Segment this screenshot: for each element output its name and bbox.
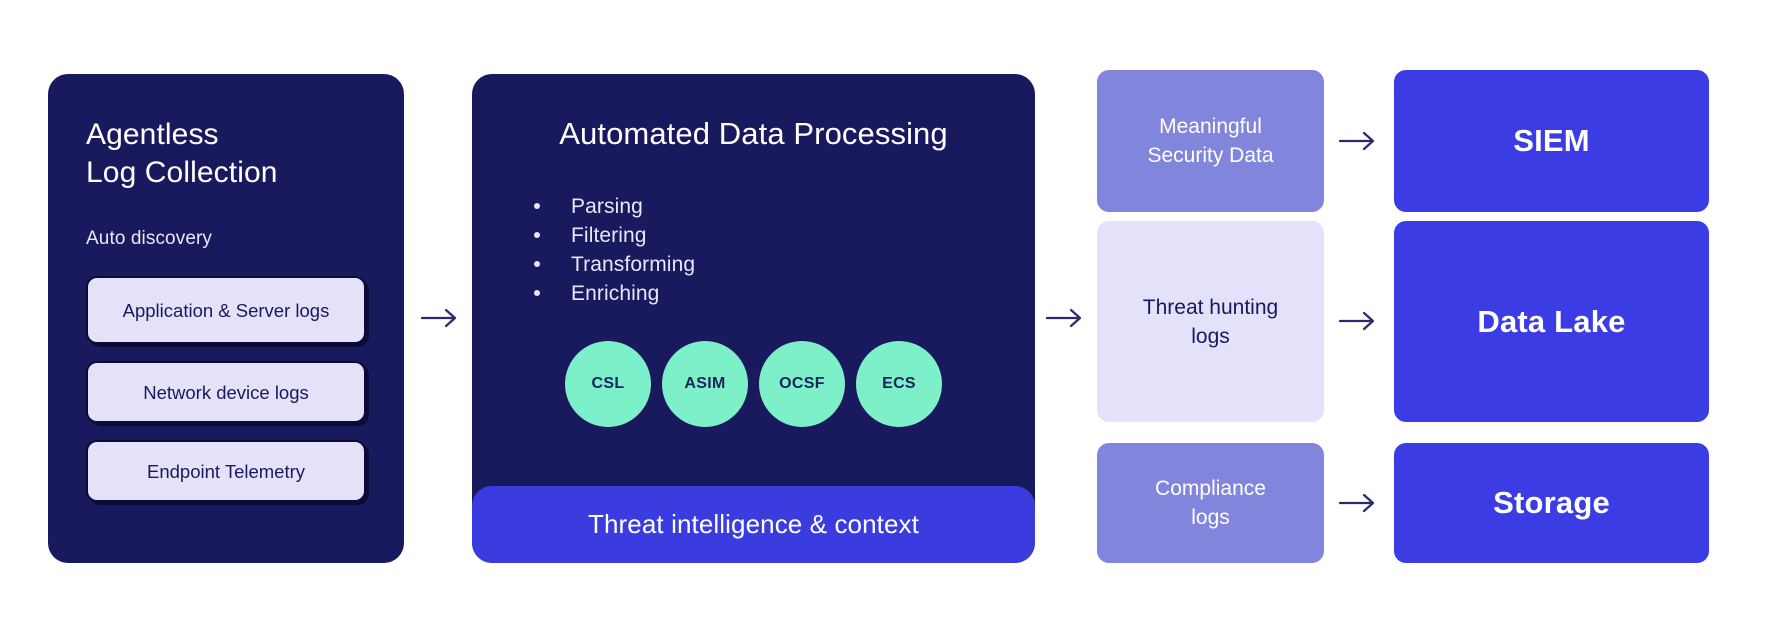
agentless-log-collection-panel: Agentless Log Collection Auto discovery …: [48, 74, 404, 563]
schema-badge-ecs[interactable]: ECS: [856, 341, 942, 427]
processing-step: Enriching: [534, 279, 1035, 308]
log-source-network-device[interactable]: Network device logs: [86, 361, 366, 423]
arrow-right-icon: [1338, 308, 1380, 334]
outcome-meaningful-security-data[interactable]: Meaningful Security Data: [1097, 70, 1324, 212]
outcome-threat-hunting-logs[interactable]: Threat hunting logs: [1097, 221, 1324, 422]
log-source-list: Application & Server logs Network device…: [86, 276, 366, 502]
schema-badge-ocsf[interactable]: OCSF: [759, 341, 845, 427]
bullet-dot-icon: [534, 261, 540, 267]
arrow-right-icon: [1338, 128, 1380, 154]
collection-heading: Agentless Log Collection: [86, 118, 278, 189]
processing-step-list: Parsing Filtering Transforming Enriching: [534, 192, 1035, 308]
processing-step-label: Filtering: [571, 224, 647, 247]
log-source-application-server[interactable]: Application & Server logs: [86, 276, 366, 344]
log-source-endpoint-telemetry[interactable]: Endpoint Telemetry: [86, 440, 366, 502]
processing-step-label: Parsing: [571, 195, 643, 218]
processing-step: Filtering: [534, 221, 1035, 250]
bullet-dot-icon: [534, 290, 540, 296]
schema-badge-asim[interactable]: ASIM: [662, 341, 748, 427]
arrow-right-icon: [420, 305, 462, 331]
arrow-right-icon: [1338, 490, 1380, 516]
destination-siem[interactable]: SIEM: [1394, 70, 1709, 212]
outcome-compliance-logs[interactable]: Compliance logs: [1097, 443, 1324, 563]
processing-heading: Automated Data Processing: [559, 116, 948, 151]
processing-step-label: Transforming: [571, 253, 696, 276]
bullet-dot-icon: [534, 232, 540, 238]
processing-step: Parsing: [534, 192, 1035, 221]
processing-step-label: Enriching: [571, 282, 660, 305]
bullet-dot-icon: [534, 203, 540, 209]
destination-storage[interactable]: Storage: [1394, 443, 1709, 563]
automated-data-processing-panel: Automated Data Processing Parsing Filter…: [472, 74, 1035, 563]
processing-step: Transforming: [534, 250, 1035, 279]
destination-data-lake[interactable]: Data Lake: [1394, 221, 1709, 422]
threat-intelligence-bar: Threat intelligence & context: [472, 486, 1035, 563]
arrow-right-icon: [1045, 305, 1087, 331]
schema-badge-csl[interactable]: CSL: [565, 341, 651, 427]
schema-badge-row: CSL ASIM OCSF ECS: [472, 341, 1035, 427]
collection-subheading: Auto discovery: [86, 228, 213, 249]
